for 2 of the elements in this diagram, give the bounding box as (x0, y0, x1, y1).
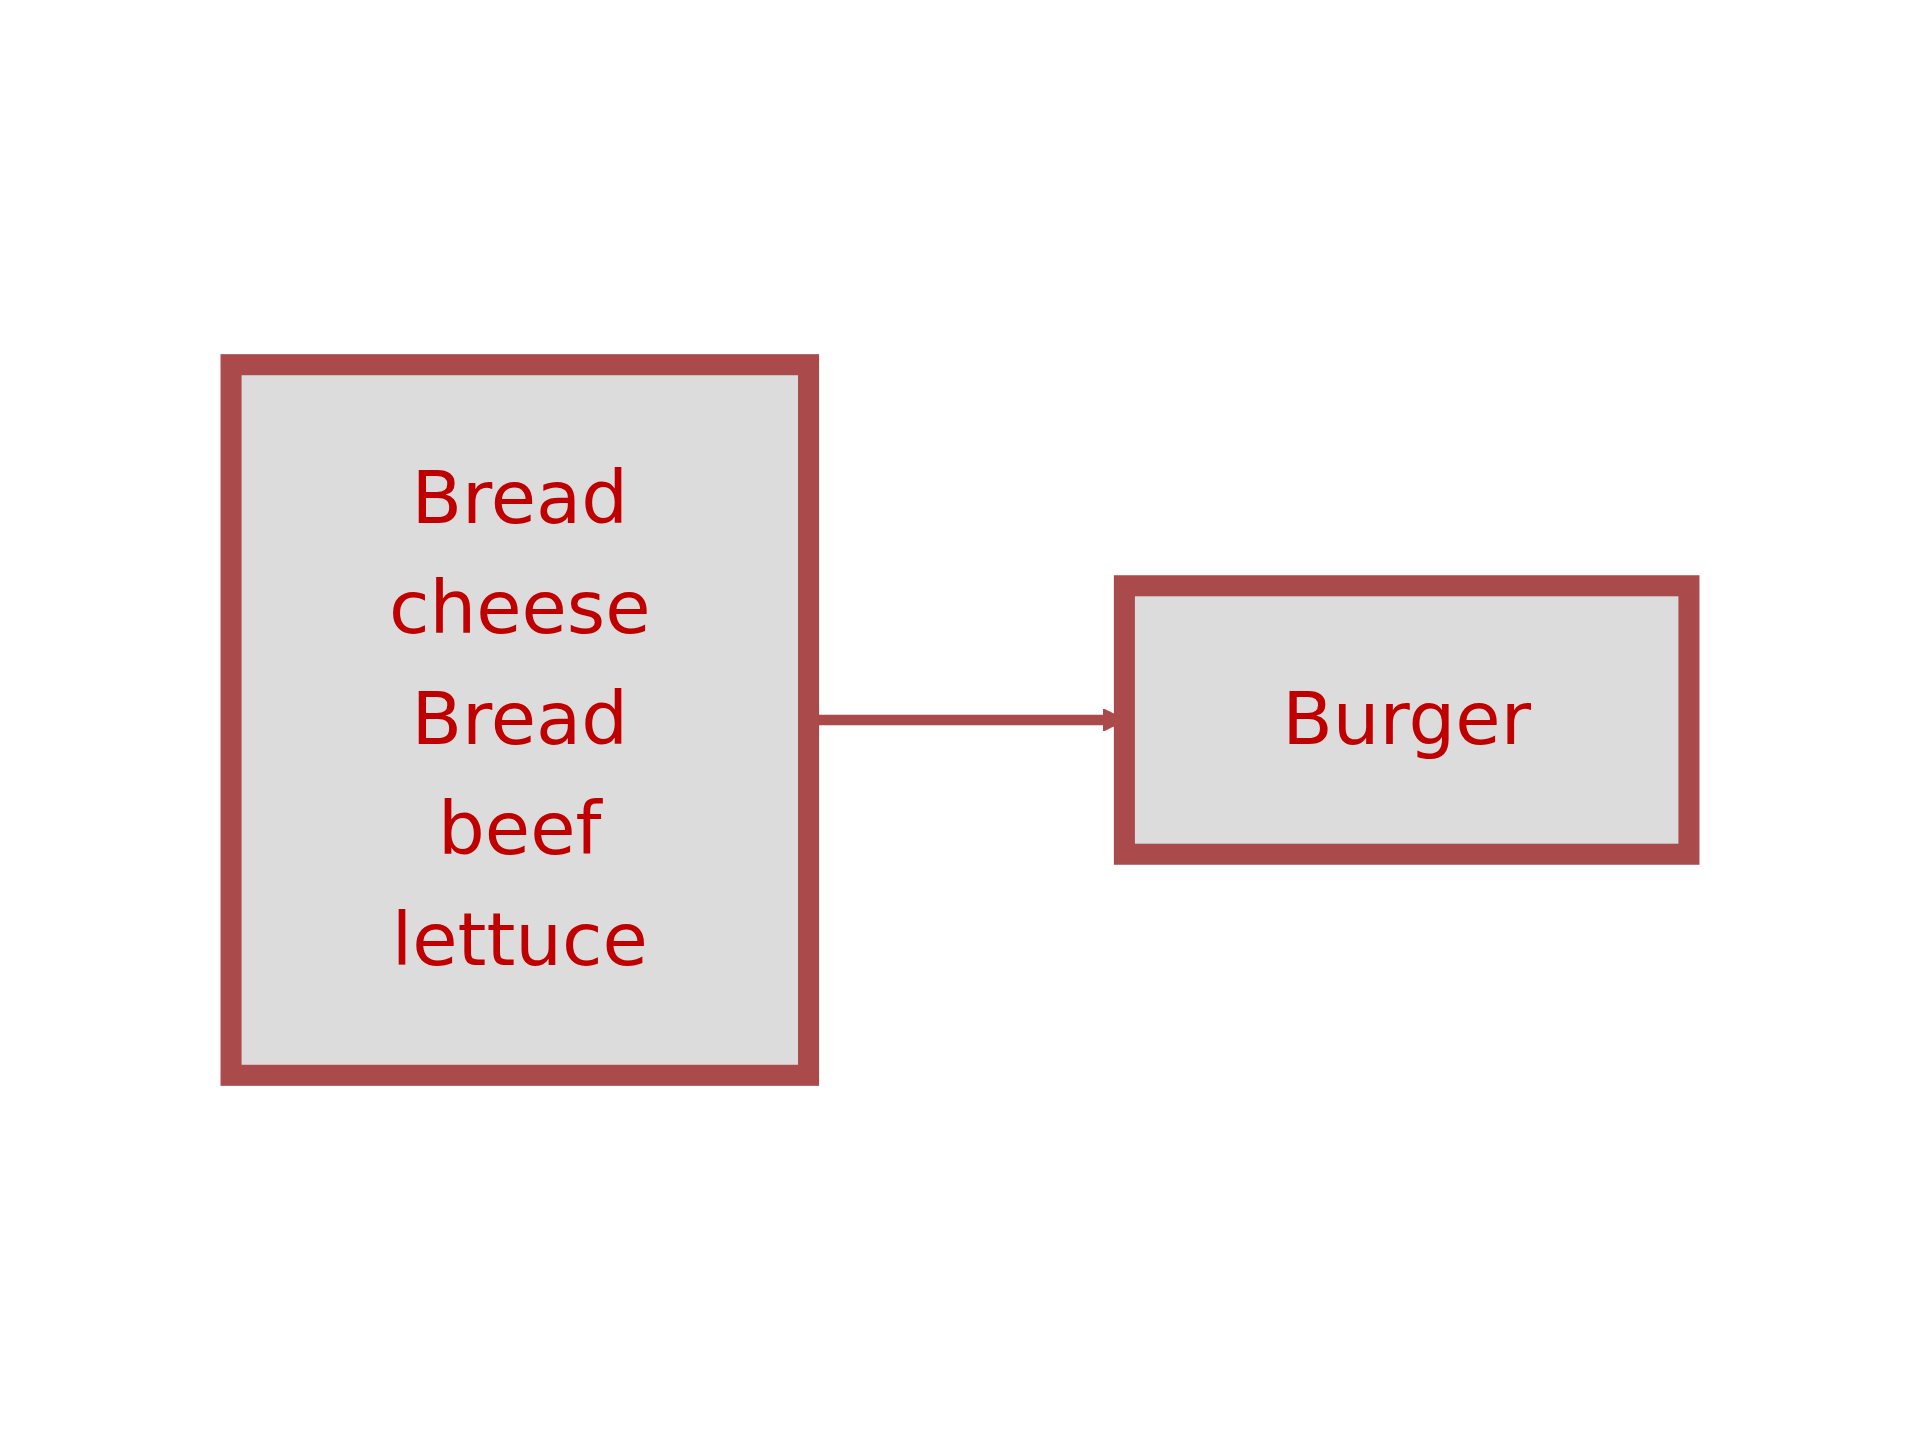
node-box: Bread cheese Bread beef lettuce (220, 354, 820, 1086)
node-box: Burger (1113, 575, 1700, 865)
